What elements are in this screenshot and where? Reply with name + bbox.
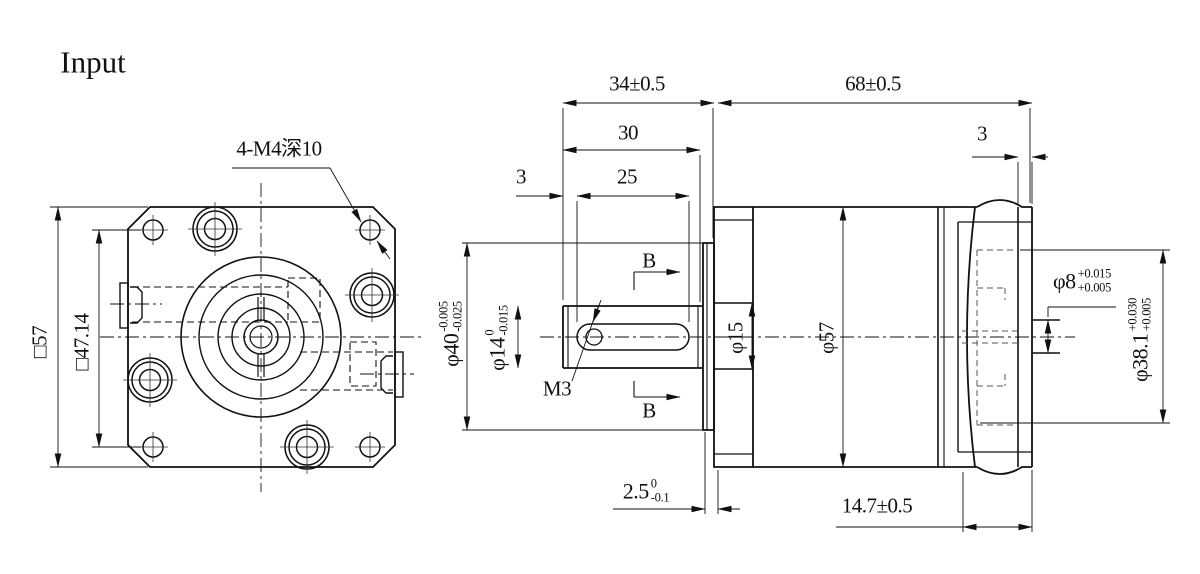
rear-spigot-tolerance: +0.030 +0.005 bbox=[1125, 297, 1153, 332]
corner-holes-annotation: 4-M4深10 bbox=[236, 136, 322, 161]
dimension-outer-square: □57 bbox=[27, 325, 52, 359]
dimension-rear-section-length: 14.7±0.5 bbox=[841, 493, 913, 518]
dimension-hole-spacing: □47.14 bbox=[69, 313, 94, 371]
set-screw-label: M3 bbox=[542, 376, 572, 401]
rear-spigot-value: φ38.1 bbox=[1127, 333, 1152, 383]
section-marker-b-lower: B bbox=[642, 398, 656, 423]
input-bore-value: φ8 bbox=[1052, 268, 1076, 293]
dimension-rear-lip: 3 bbox=[977, 121, 988, 146]
input-bore-tolerance: +0.015 +0.005 bbox=[1077, 266, 1112, 294]
boss-thickness-tolerance: 0 -0.1 bbox=[650, 476, 670, 504]
dimension-shaft-diameter: φ14 0 -0.015 bbox=[482, 305, 511, 371]
shaft-diameter-tolerance: 0 -0.015 bbox=[482, 305, 510, 336]
dimension-boss-thickness: 2.5 0 -0.1 bbox=[622, 476, 670, 505]
dimension-keyway-length: 25 bbox=[617, 164, 638, 189]
dimension-boss-diameter: φ40 -0.005 -0.025 bbox=[436, 301, 465, 367]
dimension-front-length: 34±0.5 bbox=[609, 71, 665, 96]
dimension-input-bore: φ8 +0.015 +0.005 bbox=[1052, 266, 1112, 295]
view-title: Input bbox=[60, 44, 126, 80]
dimension-body-length: 68±0.5 bbox=[845, 71, 901, 96]
shaft-diameter-value: φ14 bbox=[484, 337, 509, 371]
dimension-body-diameter: φ57 bbox=[814, 322, 839, 354]
boss-diameter-value: φ40 bbox=[438, 333, 463, 367]
dimension-keyway-offset: 3 bbox=[516, 164, 527, 189]
boss-diameter-tolerance: -0.005 -0.025 bbox=[436, 301, 464, 332]
dimension-rear-spigot: φ38.1 +0.030 +0.005 bbox=[1125, 297, 1154, 383]
dimension-shaft-length: 30 bbox=[618, 120, 639, 145]
boss-thickness-value: 2.5 bbox=[622, 478, 650, 503]
section-marker-b-upper: B bbox=[642, 248, 656, 273]
dimension-collar-diameter: φ15 bbox=[723, 322, 748, 354]
